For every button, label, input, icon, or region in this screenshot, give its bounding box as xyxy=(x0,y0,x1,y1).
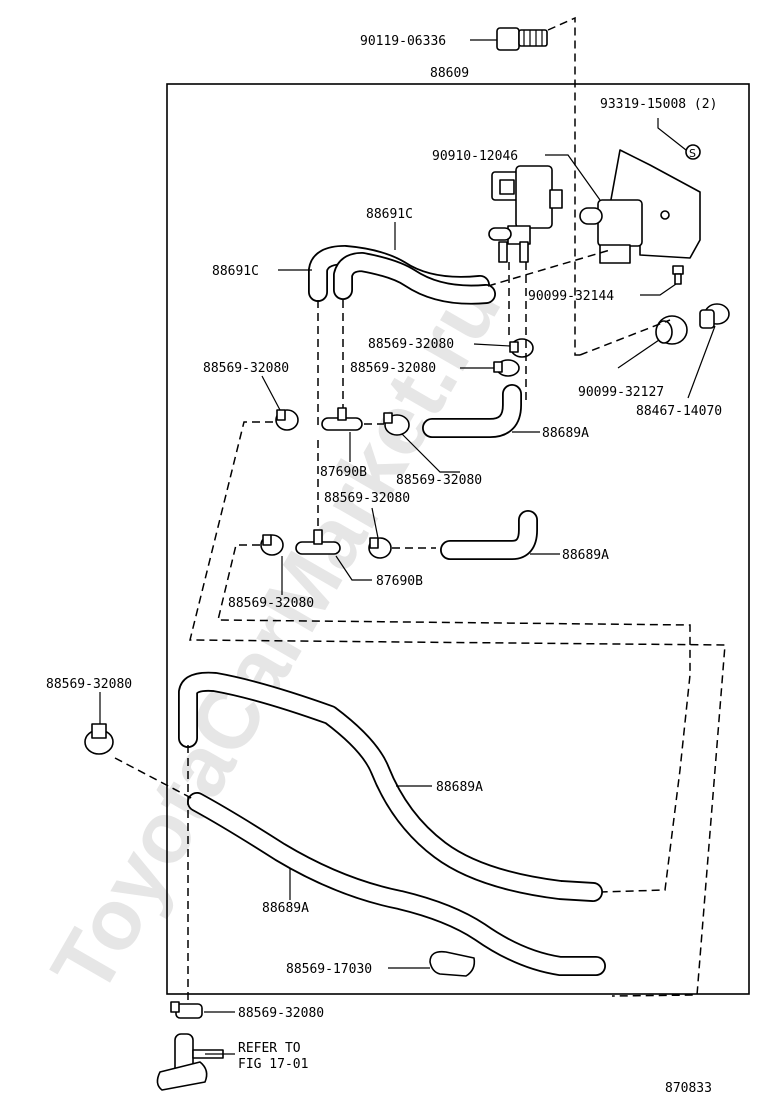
label-hose-left-c: 88691C xyxy=(212,264,259,279)
tee-joint-lower-icon xyxy=(295,529,341,555)
label-bolt: 90119-06336 xyxy=(360,34,446,49)
clip-outer-left-icon xyxy=(84,723,114,755)
label-cushion: 88467-14070 xyxy=(636,404,722,419)
refer-note-line2: FIG 17-01 xyxy=(238,1057,308,1072)
svg-text:S: S xyxy=(689,147,696,160)
label-hose-a4: 88689A xyxy=(262,901,309,916)
clip-upper-b-icon xyxy=(493,359,520,377)
clip-mid-d-icon xyxy=(260,534,284,556)
clip-upper-a-icon xyxy=(509,338,534,358)
vsv-valve-right-icon xyxy=(579,149,701,264)
label-hose-a3: 88689A xyxy=(436,780,483,795)
tee-joint-upper-icon xyxy=(321,407,363,431)
label-clip-b: 88569-32080 xyxy=(350,361,436,376)
label-joint-b1: 87690B xyxy=(320,465,367,480)
hose-88689a-long-lower-icon xyxy=(187,792,606,976)
label-clip-d: 88569-32080 xyxy=(324,491,410,506)
label-clip-left: 88569-32080 xyxy=(203,361,289,376)
clip-bottom-icon xyxy=(170,1001,203,1019)
label-clip-f: 88569-17030 xyxy=(286,962,372,977)
clip-mid-c-icon xyxy=(383,412,410,436)
refer-note-line1: REFER TO xyxy=(238,1041,301,1056)
label-grommet: 90099-32127 xyxy=(578,385,664,400)
screw-icon xyxy=(672,265,684,285)
label-screw: 90099-32144 xyxy=(528,289,614,304)
diagram-number: 870833 xyxy=(665,1081,712,1096)
assembly-frame xyxy=(166,83,750,995)
hose-88691c-icon xyxy=(308,245,496,305)
cushion-icon xyxy=(699,303,730,329)
label-hose-a2: 88689A xyxy=(562,548,609,563)
label-nut: 93319-15008 (2) xyxy=(600,97,717,112)
label-hose-a1: 88689A xyxy=(542,426,589,441)
label-clip-a: 88569-32080 xyxy=(368,337,454,352)
label-clip-outer: 88569-32080 xyxy=(46,677,132,692)
clip-mid-e-icon xyxy=(368,537,392,559)
pipe-fitting-icon xyxy=(156,1033,224,1091)
grommet-icon xyxy=(655,315,688,345)
label-joint-b2: 87690B xyxy=(376,574,423,589)
label-clip-c: 88569-32080 xyxy=(396,473,482,488)
label-clip-bottom: 88569-32080 xyxy=(238,1006,324,1021)
bolt-icon xyxy=(496,27,548,51)
hose-88689a-middle-icon xyxy=(440,510,538,560)
label-vsv: 90910-12046 xyxy=(432,149,518,164)
clip-left-upper-icon xyxy=(275,409,299,431)
hose-88689a-long-upper-icon xyxy=(178,671,603,902)
nut-icon: S xyxy=(685,144,701,160)
vsv-valve-left-icon xyxy=(488,165,563,263)
label-hose-upper-c: 88691C xyxy=(366,207,413,222)
label-clip-e: 88569-32080 xyxy=(228,596,314,611)
label-assembly: 88609 xyxy=(430,66,469,81)
hose-88689a-upper-icon xyxy=(422,384,522,438)
clip-17030-icon xyxy=(429,950,476,977)
